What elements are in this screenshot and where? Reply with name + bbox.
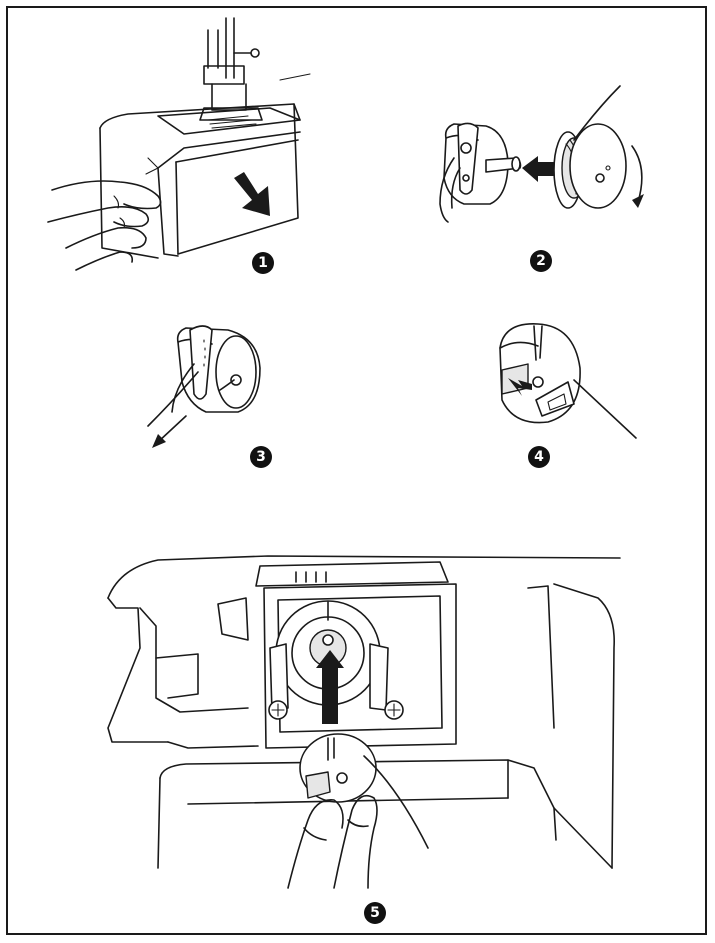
- step-2-illustration: [439, 85, 644, 223]
- step-1-badge: 1: [252, 252, 274, 274]
- step-4-illustration: [499, 323, 637, 439]
- step-4-badge: 4: [528, 446, 550, 468]
- step-1-illustration: [47, 17, 311, 271]
- step-5-badge: 5: [364, 902, 386, 924]
- instruction-sheet: 1 2 3 4 5: [6, 6, 707, 935]
- step-5-illustration: [107, 555, 621, 889]
- step-2-badge: 2: [530, 250, 552, 272]
- step-3-badge: 3: [250, 446, 272, 468]
- step-3-illustration: [147, 325, 261, 448]
- illustrations: [47, 17, 644, 889]
